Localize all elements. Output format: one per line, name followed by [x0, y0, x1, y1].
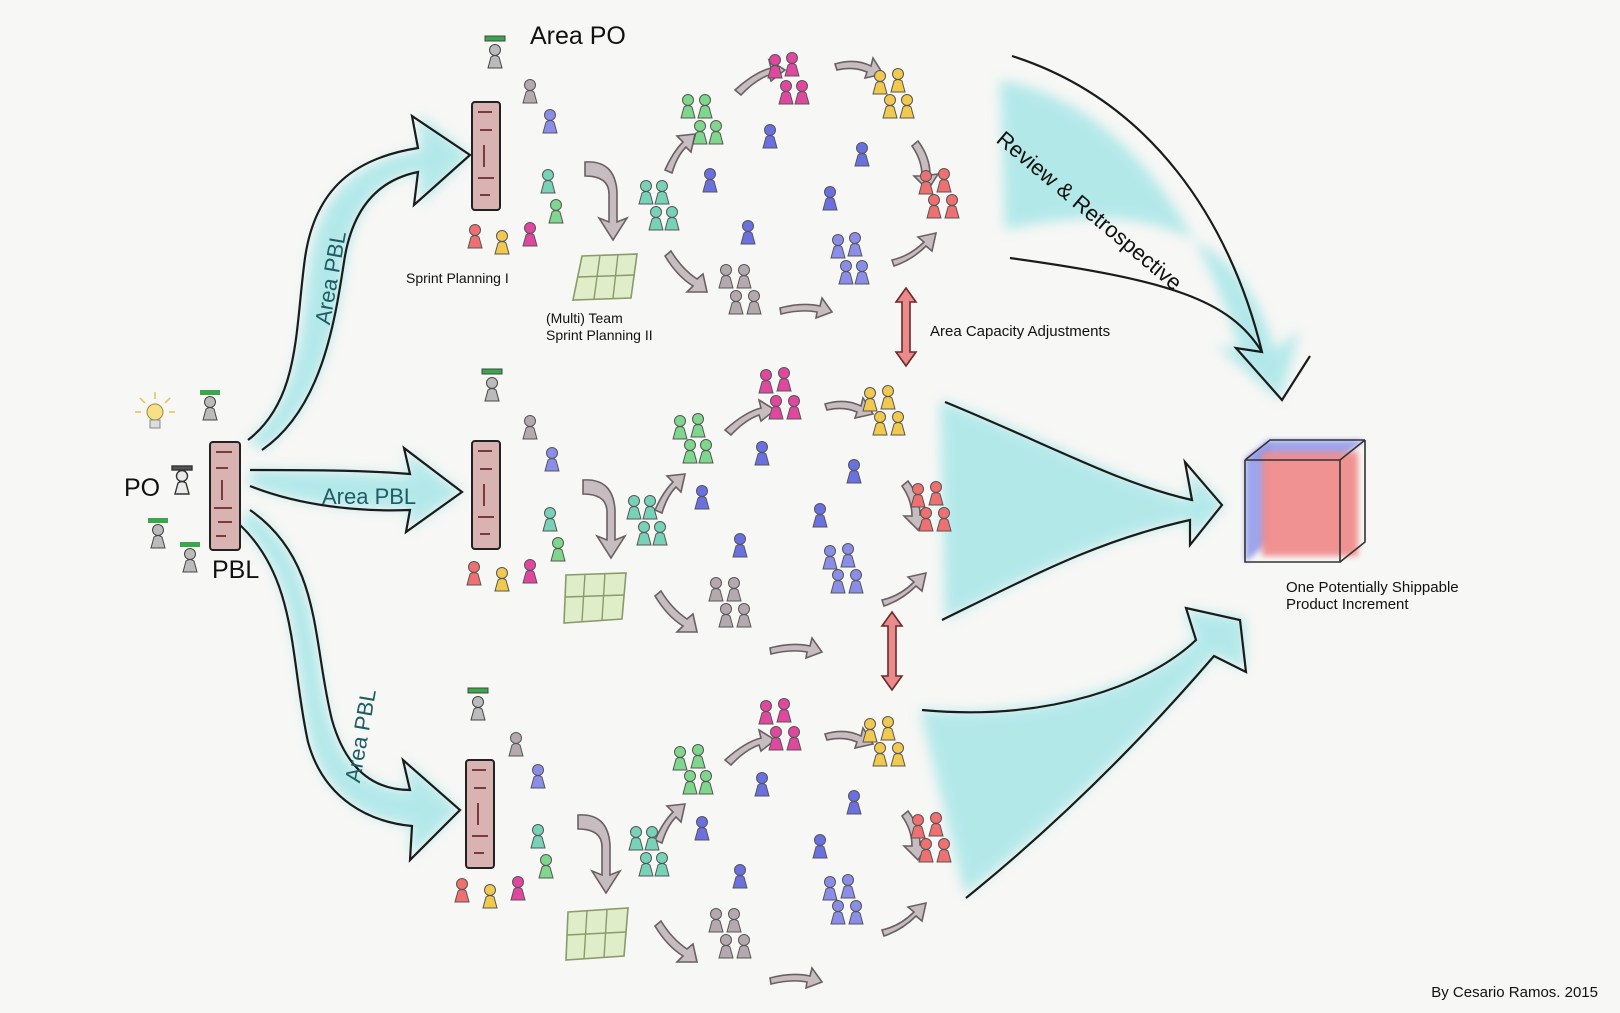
area-capacity-label: Area Capacity Adjustments: [930, 323, 1111, 340]
area-backlog: [471, 101, 501, 211]
sprint-board: [565, 907, 629, 961]
increment-arrow-middle: [940, 400, 1225, 621]
area-row-bottom: [454, 687, 952, 989]
area-capacity-arrow-top: [894, 286, 918, 368]
increment-label-line1: One Potentially Shippable: [1286, 579, 1459, 596]
po-label: PO: [124, 474, 161, 502]
area-po-figure: [467, 687, 489, 721]
multi-team-label-line2: Sprint Planning II: [546, 327, 653, 343]
area-po-figures-left: [148, 390, 220, 573]
lightbulb-icon: [135, 392, 175, 429]
sprint-planning-arrow: [584, 161, 630, 242]
area-po-figure: [481, 368, 503, 402]
sprint-planning-1-label: Sprint Planning I: [406, 270, 509, 286]
sprint-planning-arrow: [582, 479, 628, 560]
area-row-top: [467, 35, 960, 319]
area-backlog: [465, 759, 495, 869]
pbl-label: PBL: [212, 556, 260, 584]
area-pbl-arrow-top: [247, 113, 472, 451]
sprint-teams: [628, 698, 952, 959]
area-pbl-label-middle: Area PBL: [322, 484, 417, 509]
area-pbl-arrow-middle: [249, 445, 464, 535]
multi-team-label-line1: (Multi) Team: [546, 310, 623, 326]
product-owner-figure: [171, 465, 193, 495]
area-po-figure: [484, 35, 506, 69]
area-backlog: [471, 440, 501, 550]
credit-text: By Cesario Ramos. 2015: [1431, 984, 1598, 1001]
sprint-board: [563, 572, 627, 624]
area-po-label: Area PO: [530, 22, 626, 50]
sprint-teams: [626, 367, 952, 628]
area-row-middle: [466, 367, 952, 659]
area-capacity-arrow-bottom: [880, 610, 904, 692]
increment-label-line2: Product Increment: [1286, 596, 1409, 613]
area-pbl-arrow-bottom: [239, 509, 462, 863]
review-retrospective-arrow: [1000, 54, 1311, 402]
product-backlog: [209, 441, 241, 551]
product-increment-box: [1244, 439, 1366, 563]
sprint-planning-arrow: [577, 814, 623, 895]
increment-arrow-bottom: [920, 606, 1248, 899]
sprint-board: [572, 253, 638, 301]
